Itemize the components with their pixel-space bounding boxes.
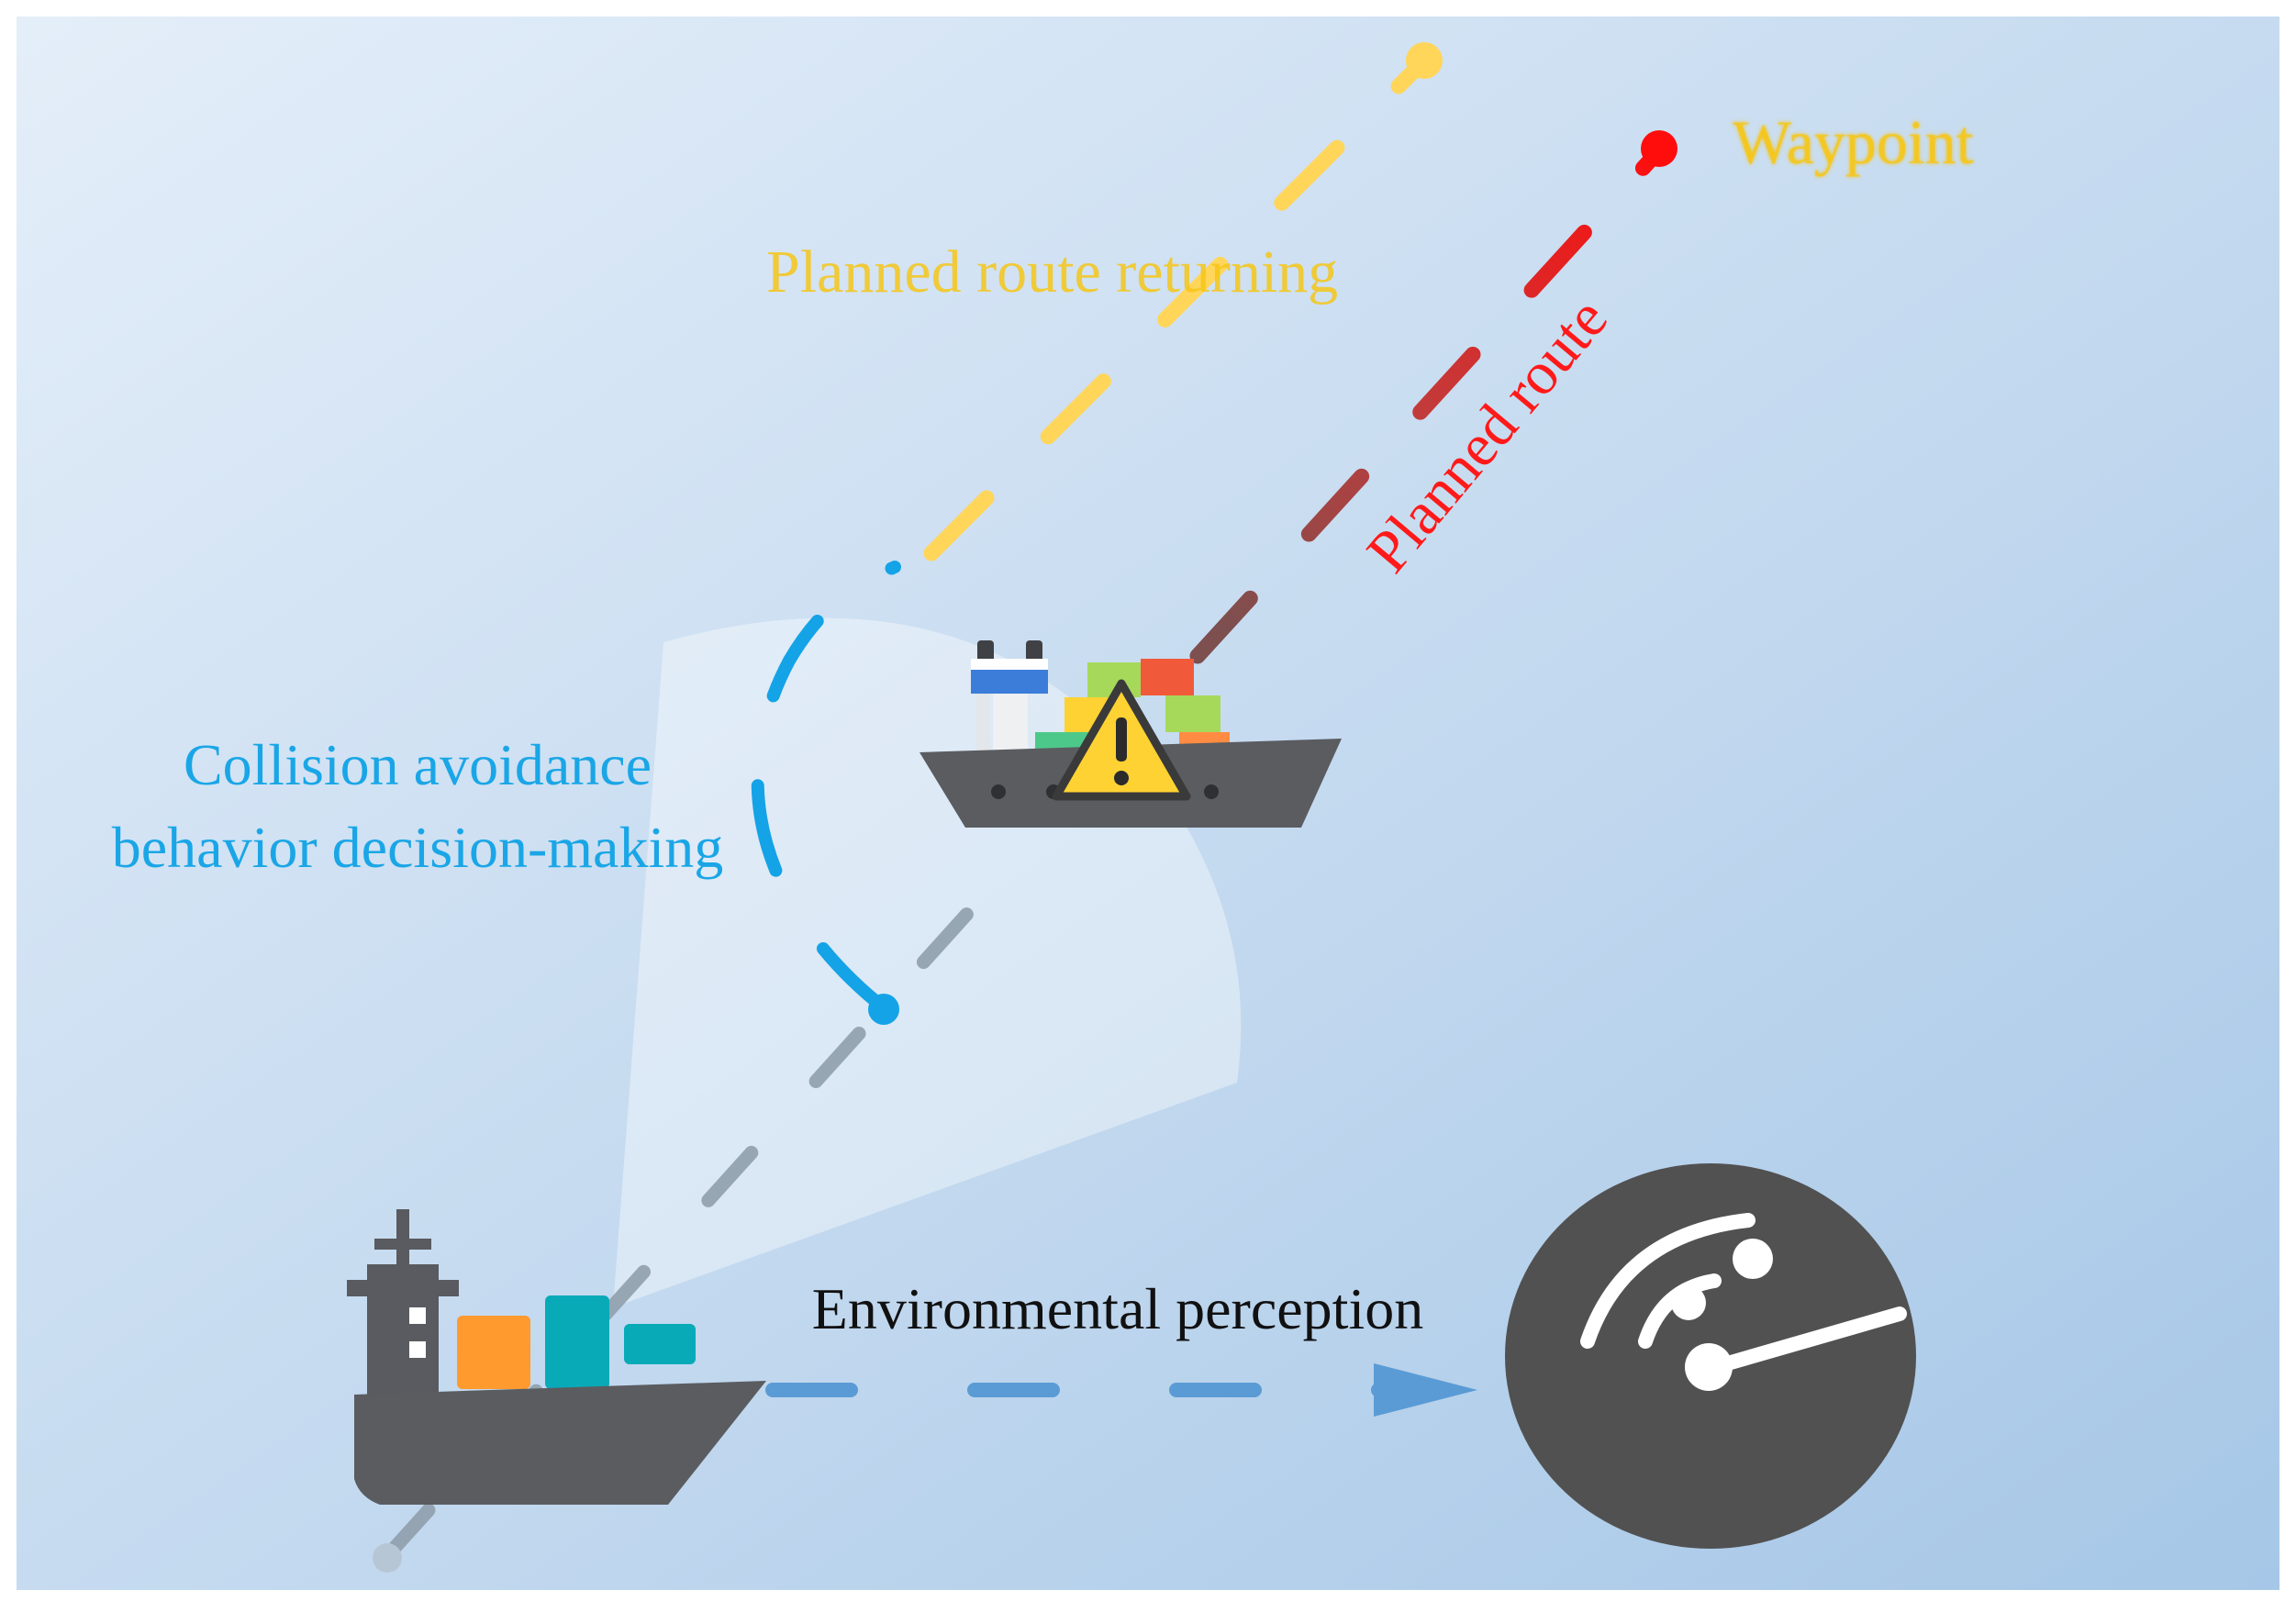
avoidance-start-dot xyxy=(868,994,899,1025)
collision-avoidance-label-line1: Collision avoidance xyxy=(184,732,652,797)
environmental-perception-label: Environmental perception xyxy=(812,1276,1423,1341)
waypoint-dot xyxy=(1641,130,1677,167)
returning-route-end-dot xyxy=(1406,42,1443,79)
collision-avoidance-label-line2: behavior decision-making xyxy=(112,815,723,880)
waypoint-label: Waypoint xyxy=(1733,107,1974,177)
own-ship-route-start-dot xyxy=(373,1543,402,1573)
returning-route-label: Planned route returning xyxy=(766,239,1338,306)
cargo-ship-icon xyxy=(347,1209,766,1505)
planned-route-line xyxy=(1189,142,1667,664)
perception-arrow xyxy=(765,1363,1477,1417)
waypoint-label-crisp: Waypoint xyxy=(1733,107,1974,177)
radar-sensor-icon xyxy=(1505,1163,1916,1549)
returning-route-line xyxy=(923,56,1429,561)
warning-triangle-icon xyxy=(1052,679,1191,801)
